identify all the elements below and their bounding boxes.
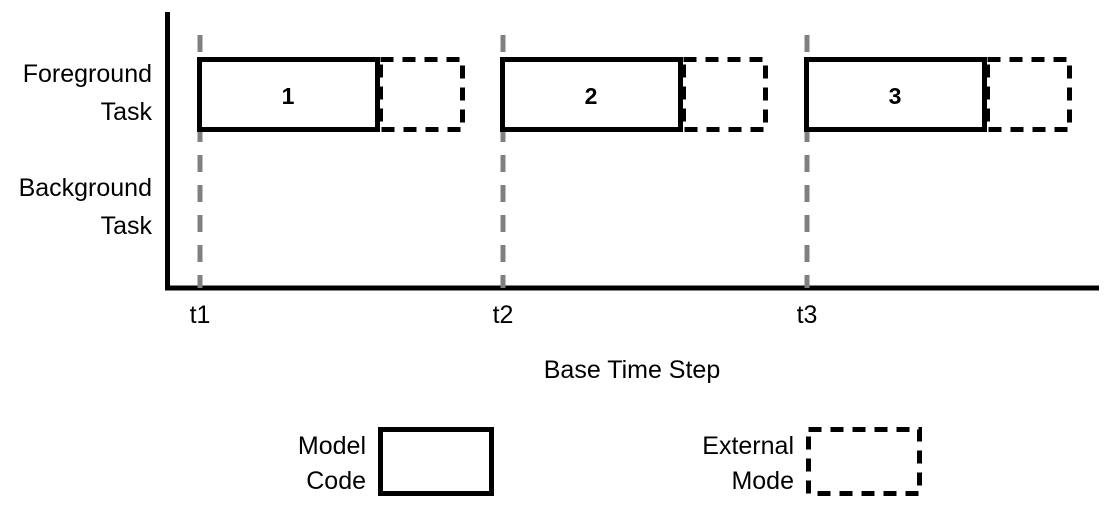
row-label-background-line1: Background xyxy=(19,174,152,202)
external-mode-block-1 xyxy=(378,57,465,132)
row-label-foreground-line1: Foreground xyxy=(23,60,152,88)
tick-label-t3: t3 xyxy=(797,301,818,329)
block-number-1: 1 xyxy=(282,83,295,109)
x-axis-title: Base Time Step xyxy=(544,356,720,384)
external-mode-block-3 xyxy=(985,57,1072,132)
model-code-block-2 xyxy=(500,57,683,132)
legend-label-model-code-line1: Model xyxy=(298,432,366,460)
tick-label-t2: t2 xyxy=(493,301,514,329)
legend-swatch-external-mode xyxy=(806,427,922,496)
tick-label-t1: t1 xyxy=(190,301,211,329)
block-number-2: 2 xyxy=(585,83,598,109)
row-label-background-line2: Task xyxy=(101,212,153,240)
external-mode-block-2 xyxy=(681,57,768,132)
legend-swatch-model-code xyxy=(378,427,494,496)
legend-label-external-mode-line2: Mode xyxy=(731,467,794,495)
model-code-block-1 xyxy=(197,57,380,132)
model-code-block-3 xyxy=(804,57,987,132)
row-label-foreground-line2: Task xyxy=(101,98,153,126)
legend-label-external-mode-line1: External xyxy=(702,432,794,460)
block-number-3: 3 xyxy=(889,83,902,109)
legend-label-model-code-line2: Code xyxy=(306,467,366,495)
